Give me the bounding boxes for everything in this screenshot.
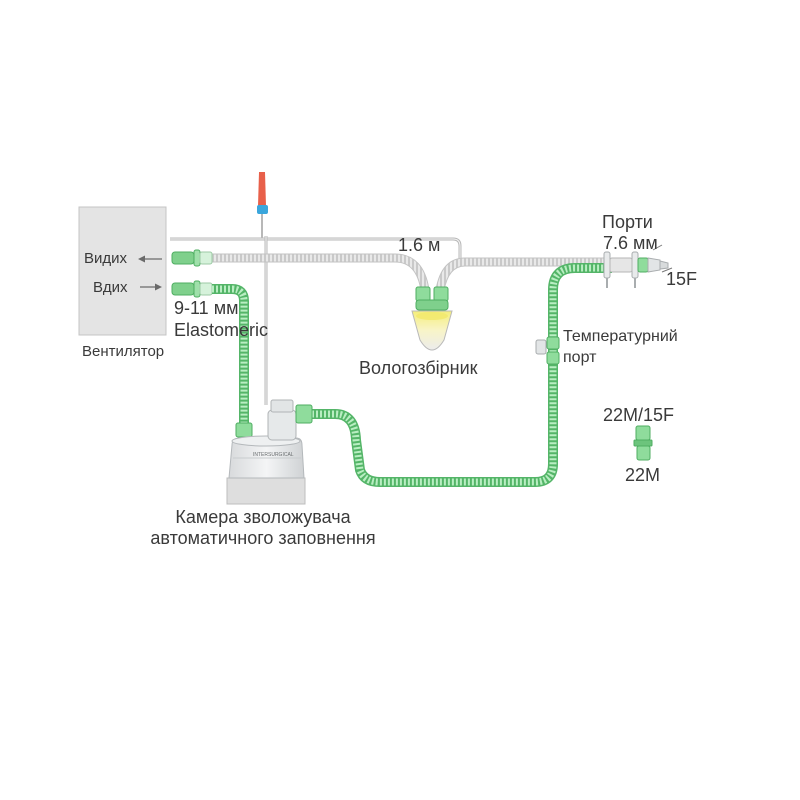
ports-size-label: 7.6 мм — [603, 233, 658, 253]
adapter-bottom-label: 22M — [625, 465, 661, 485]
ventilator-box — [78, 206, 167, 336]
exhale-connector — [171, 249, 213, 267]
inhale-arrow — [140, 283, 162, 291]
length-label: 1.6 м — [398, 235, 441, 255]
inhale-connector — [171, 280, 213, 298]
inspiratory-tube-short — [212, 284, 253, 438]
chamber-label-line1: Камера зволожувача — [175, 507, 351, 527]
water-trap — [411, 286, 453, 351]
tube-material-label: Elastomeric — [174, 320, 269, 340]
ports-leader — [652, 244, 663, 251]
f15-label: 15F — [666, 269, 698, 289]
inspiratory-tube-long — [295, 263, 612, 487]
expiratory-tube — [210, 253, 610, 291]
adapter-22m-15f — [633, 425, 653, 461]
temperature-port-label-line2: порт — [563, 349, 597, 366]
water-trap-label: Вологозбірник — [359, 358, 478, 378]
patient-ports — [603, 251, 669, 288]
ports-title-label: Порти — [602, 212, 653, 232]
f15-leader — [661, 267, 673, 273]
inhale-label: Вдих — [93, 279, 128, 296]
ventilator-label: Вентилятор — [82, 343, 165, 360]
adapter-top-label: 22M/15F — [603, 405, 675, 425]
top-gas-line-inner — [170, 238, 461, 262]
tube-size-label: 9-11 мм — [174, 298, 239, 318]
humidifier-chamber — [226, 399, 306, 505]
feed-line — [257, 172, 268, 405]
chamber-brand-label: INTERSURGICAL — [253, 452, 294, 458]
temperature-port — [535, 336, 560, 365]
exhale-label: Видих — [84, 250, 128, 267]
temperature-port-label-line1: Температурний — [563, 328, 678, 345]
exhale-arrow — [138, 255, 162, 263]
chamber-label-line2: автоматичного заповнення — [150, 528, 376, 548]
